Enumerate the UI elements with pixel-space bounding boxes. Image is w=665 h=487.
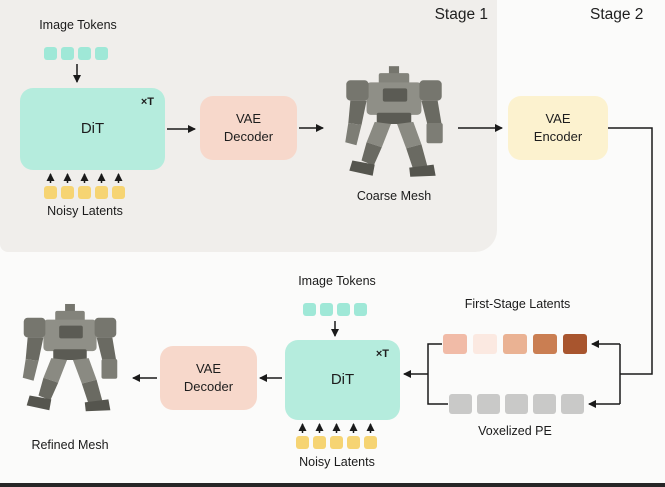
stage2-dit-repeat-badge: ×T xyxy=(375,348,389,360)
token-square xyxy=(78,47,91,60)
stage2-vae-decoder-label: VAE Decoder xyxy=(183,361,234,394)
token-square xyxy=(44,186,57,199)
token-square xyxy=(347,436,360,449)
token-square xyxy=(533,334,557,354)
token-square xyxy=(443,334,467,354)
stage1-noisy-latents-label: Noisy Latents xyxy=(47,204,123,218)
token-square xyxy=(354,303,367,316)
token-square xyxy=(95,47,108,60)
token-square xyxy=(330,436,343,449)
stage1-noisy-latent-row xyxy=(44,186,125,199)
vae-encoder-block: VAE Encoder xyxy=(508,96,608,160)
token-square xyxy=(95,186,108,199)
stage2-image-tokens-label: Image Tokens xyxy=(298,274,376,288)
token-square xyxy=(78,186,91,199)
token-square xyxy=(296,436,309,449)
token-square xyxy=(505,394,528,414)
voxelized-pe-row xyxy=(449,394,584,414)
stage2-noisy-latent-row xyxy=(296,436,377,449)
token-square xyxy=(337,303,350,316)
vae-encoder-label: VAE Encoder xyxy=(533,111,583,144)
stage2-title: Stage 2 xyxy=(590,6,644,23)
token-square xyxy=(561,394,584,414)
token-square xyxy=(61,186,74,199)
token-square xyxy=(303,303,316,316)
token-square xyxy=(477,394,500,414)
stage2-dit-label: DiT xyxy=(330,370,355,388)
coarse-mesh-image xyxy=(328,66,460,188)
coarse-mesh-label: Coarse Mesh xyxy=(356,189,432,203)
voxelized-pe-label: Voxelized PE xyxy=(478,424,552,438)
token-square xyxy=(112,186,125,199)
token-square xyxy=(449,394,472,414)
refined-mesh-image xyxy=(6,296,134,430)
stage1-dit-repeat-badge: ×T xyxy=(140,96,154,108)
stage2-dit-block: DiT ×T xyxy=(285,340,400,420)
token-square xyxy=(364,436,377,449)
stage1-title: Stage 1 xyxy=(434,6,488,23)
stage2-image-token-row xyxy=(303,303,367,316)
token-square xyxy=(44,47,57,60)
stage1-dit-label: DiT xyxy=(80,119,105,137)
stage2-vae-decoder-block: VAE Decoder xyxy=(160,346,257,410)
token-square xyxy=(473,334,497,354)
first-stage-latents-label: First-Stage Latents xyxy=(464,297,571,311)
token-square xyxy=(563,334,587,354)
token-square xyxy=(61,47,74,60)
stage2-noisy-latents-label: Noisy Latents xyxy=(299,455,375,469)
stage1-image-tokens-label: Image Tokens xyxy=(39,18,117,32)
token-square xyxy=(503,334,527,354)
token-square xyxy=(313,436,326,449)
stage1-dit-block: DiT ×T xyxy=(20,88,165,170)
bottom-edge-bar xyxy=(0,483,665,487)
stage1-vae-decoder-block: VAE Decoder xyxy=(200,96,297,160)
token-square xyxy=(320,303,333,316)
stage1-vae-decoder-label: VAE Decoder xyxy=(223,111,274,144)
token-square xyxy=(533,394,556,414)
stage1-image-token-row xyxy=(44,47,108,60)
refined-mesh-label: Refined Mesh xyxy=(31,438,109,452)
first-stage-latent-row xyxy=(443,334,587,354)
